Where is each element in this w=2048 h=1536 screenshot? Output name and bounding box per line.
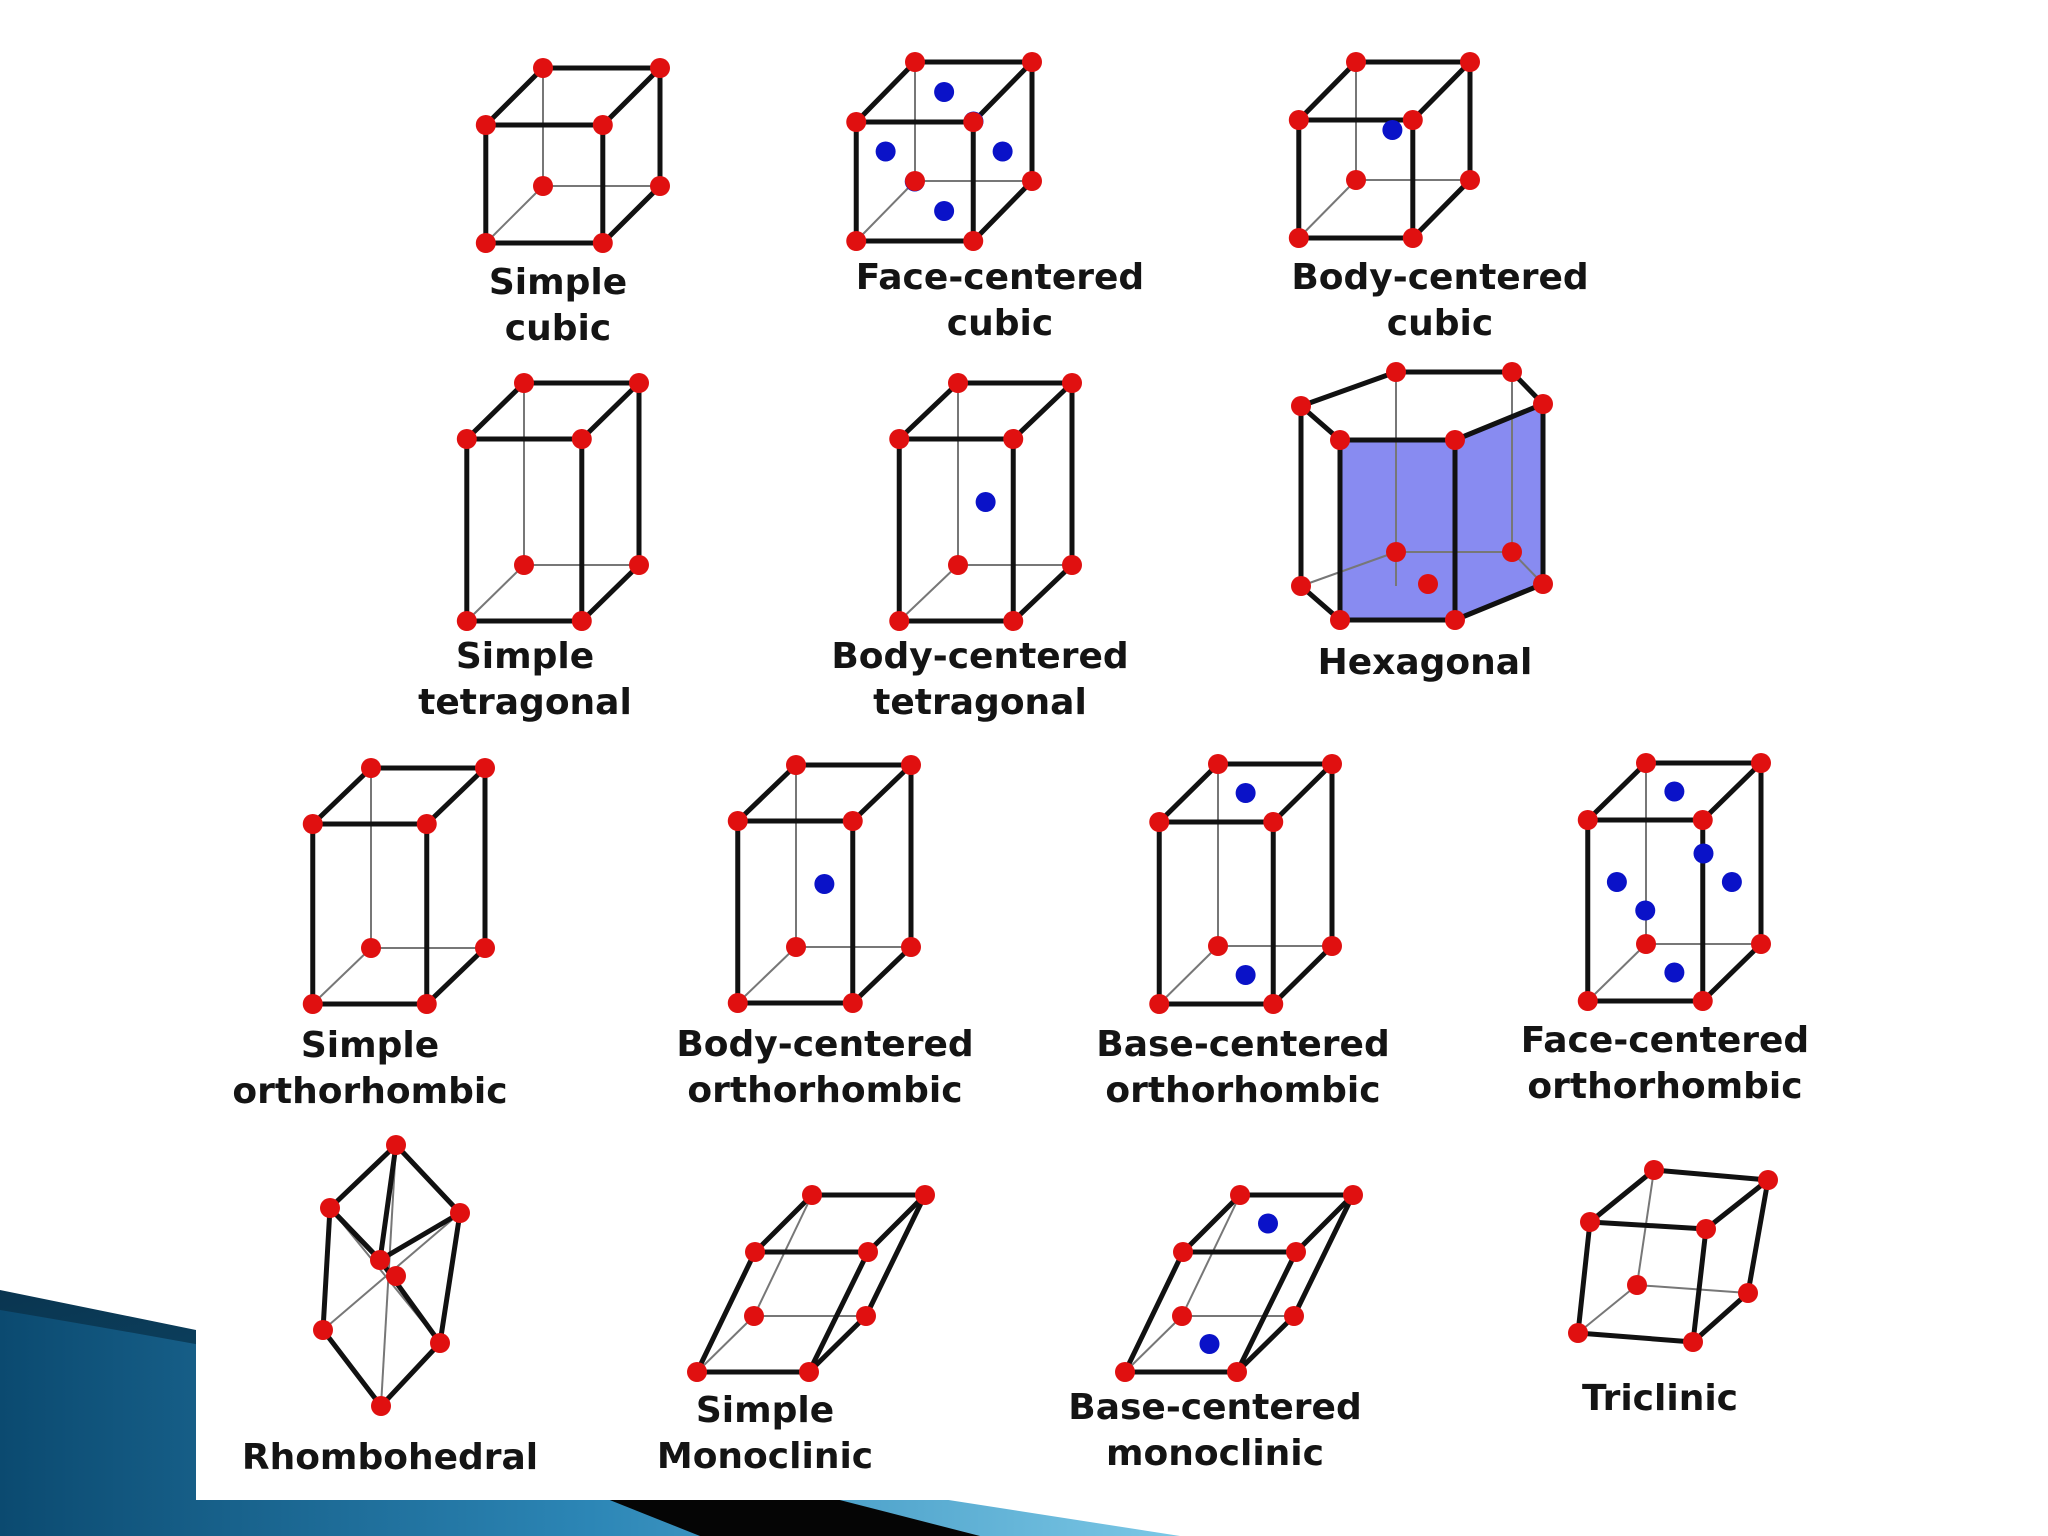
- lattice-panel: [196, 38, 1896, 1500]
